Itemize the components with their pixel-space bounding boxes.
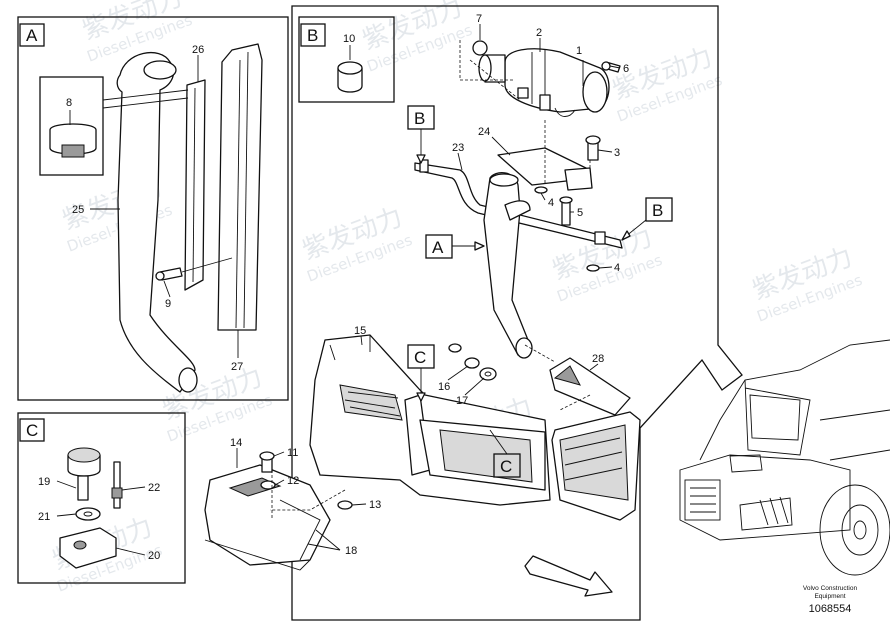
view-marker-b-right-label: B	[652, 201, 663, 220]
view-c-panel: C	[17, 412, 186, 584]
view-marker-c-lower: C	[489, 429, 521, 478]
support-rail	[414, 159, 623, 249]
callout-4-lower: 4	[614, 262, 620, 274]
view-marker-a-label: A	[432, 238, 444, 257]
view-b-panel: B	[298, 16, 395, 103]
callout-19: 19	[38, 476, 50, 488]
callout-21: 21	[38, 511, 50, 523]
callout-14: 14	[230, 437, 242, 449]
knob-stem	[77, 475, 89, 501]
view-marker-b-upper: B	[407, 105, 435, 164]
air-duct	[524, 344, 631, 416]
drawing-number: 1068554	[809, 603, 852, 615]
callout-2: 2	[536, 27, 542, 39]
view-marker-b-right: B	[621, 197, 673, 241]
callout-17: 17	[456, 395, 468, 407]
callout-12: 12	[287, 475, 299, 487]
callout-11: 11	[287, 447, 298, 459]
view-c-badge-label: C	[26, 421, 38, 440]
callout-7: 7	[476, 13, 482, 25]
callout-25: 25	[72, 204, 84, 216]
hose-top-opening	[143, 60, 177, 80]
callout-20: 20	[148, 550, 160, 562]
callout-26: 26	[192, 44, 204, 56]
view-marker-c-upper-label: C	[414, 348, 426, 367]
view-b-badge-label: B	[307, 26, 318, 45]
view-a-badge-label: A	[26, 26, 38, 45]
brand-line-2: Equipment	[814, 593, 845, 600]
callout-22: 22	[148, 482, 160, 494]
view-c-badge	[19, 418, 45, 442]
view-marker-c-lower-label: C	[500, 457, 512, 476]
duct-housing	[551, 411, 641, 521]
filter-end-cover	[582, 71, 608, 113]
clamp-inset-frame	[39, 76, 104, 176]
clamp-screw-housing	[61, 144, 85, 158]
view-a-frame	[17, 16, 289, 401]
side-panel	[309, 334, 551, 506]
top-cover	[204, 451, 353, 571]
intake-pipe	[483, 172, 533, 359]
main-frame	[291, 5, 743, 621]
view-marker-b-upper-label: B	[414, 109, 425, 128]
callout-23: 23	[452, 142, 464, 154]
view-b-badge	[300, 23, 326, 47]
callout-16: 16	[438, 381, 450, 393]
callout-28: 28	[592, 353, 604, 365]
panel-fasteners	[448, 343, 497, 381]
rivet-pin	[113, 461, 121, 509]
callout-9: 9	[165, 298, 171, 310]
rubber-bushing	[337, 67, 363, 93]
callout-15: 15	[354, 325, 366, 337]
hose-bottom-opening	[178, 367, 198, 393]
callout-24: 24	[478, 126, 490, 138]
callout-numbers: 1 2 3 4 4 5 6 7 8 9 10 11 12 13 14 15 16…	[38, 13, 629, 562]
clamp-ring	[472, 40, 488, 56]
fastener-bracket	[59, 527, 117, 569]
sealing-strip	[184, 79, 206, 291]
footer-block: Volvo Construction Equipment 1068554	[803, 585, 858, 615]
callout-27: 27	[231, 361, 243, 373]
callout-6: 6	[623, 63, 629, 75]
callout-4-upper: 4	[548, 197, 554, 209]
brand-line-1: Volvo Construction	[803, 585, 858, 592]
callout-18: 18	[345, 545, 357, 557]
mounting-bracket	[497, 120, 593, 191]
bracket-fasteners	[534, 135, 601, 272]
callout-8: 8	[66, 97, 72, 109]
view-marker-a: A	[425, 234, 485, 259]
callout-13: 13	[369, 499, 381, 511]
leader-lines	[236, 24, 621, 551]
callout-3: 3	[614, 147, 620, 159]
direction-arrow	[524, 555, 613, 597]
view-c-frame	[17, 412, 186, 584]
washer	[75, 507, 101, 521]
view-a-badge	[19, 23, 45, 47]
air-intake-hose	[116, 52, 196, 393]
screw-head	[155, 271, 165, 281]
callout-1: 1	[576, 45, 582, 57]
view-b-frame	[298, 16, 395, 103]
view-a-panel: A	[17, 16, 289, 401]
callout-5: 5	[577, 207, 583, 219]
callout-10: 10	[343, 33, 355, 45]
articulated-hauler-icon	[679, 339, 890, 576]
view-marker-c-upper: C	[407, 344, 435, 402]
